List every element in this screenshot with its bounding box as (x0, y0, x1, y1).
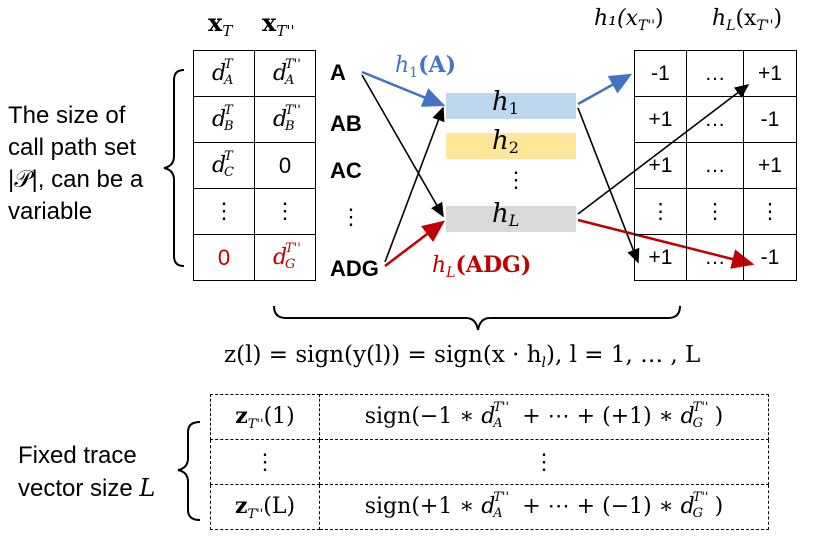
bottom-brace (273, 305, 681, 331)
label-hL-ADG: hL(ADG) (432, 252, 532, 281)
table-row: +1…-1 (634, 234, 797, 281)
z-key-L: zT''(L) (210, 484, 320, 530)
left-brace (163, 69, 185, 267)
hash-output-table: -1…+1 +1…-1 +1…+1 ⋮⋮⋮ +1…-1 (634, 50, 797, 281)
table-row: +1…+1 (634, 142, 797, 189)
call-path-AB: AB (330, 111, 362, 136)
hash-bar-h1-label: h1 (492, 87, 519, 118)
cell-zero-red: 0 (193, 234, 255, 281)
hash-bar-h2-label: h2 (492, 126, 519, 157)
bottom-left-brace (177, 421, 201, 521)
arrow-h1-r5 (577, 107, 640, 264)
arrow-A-h1 (361, 70, 446, 107)
z-key-dots: ⋮ (210, 439, 320, 485)
call-path-ADG: ADG (330, 256, 379, 281)
fixed-vector-note: Fixed trace vector size L (18, 442, 156, 502)
left-header-xt: xT (208, 8, 233, 40)
arrow-h1-r1 (577, 73, 633, 106)
label-h1-A: h1(A) (395, 52, 456, 81)
hash-bar-h1 (446, 93, 576, 119)
call-path-dots: ⋮ (340, 204, 362, 229)
hash-bar-hL (446, 206, 576, 232)
call-path-AC: AC (330, 158, 362, 183)
arrow-ADG-h1 (384, 106, 445, 263)
table-row: ⋮ ⋮ (210, 439, 769, 485)
hash-bar-hL-label: hL (492, 199, 520, 230)
cell-vdots: ⋮ (193, 188, 255, 235)
table-row: -1…+1 (634, 50, 797, 97)
table-row: ⋮ ⋮ (193, 188, 316, 235)
cell-zero: 0 (254, 142, 316, 189)
right-header-h1: h₁(xT'') (594, 6, 664, 34)
arrow-A-hL (361, 74, 444, 218)
table-row: ⋮⋮⋮ (634, 188, 797, 235)
table-row: +1…-1 (634, 96, 797, 143)
call-path-size-note: The size of call path set |𝒫|, can be a … (8, 102, 144, 225)
arrow-ADG-hL (384, 220, 445, 267)
call-path-A: A (330, 60, 346, 85)
z-value-dots: ⋮ (319, 439, 769, 485)
z-key-1: zT''(1) (210, 394, 320, 440)
left-header-xt2: xT'' (262, 8, 295, 40)
hash-bar-dots: ⋮ (505, 168, 527, 193)
sign-formula: z(l) = sign(y(l)) = sign(x · hl), l = 1,… (224, 342, 701, 371)
right-header-hl: hL(xT'') (712, 6, 783, 34)
hash-bar-h2 (446, 133, 576, 159)
